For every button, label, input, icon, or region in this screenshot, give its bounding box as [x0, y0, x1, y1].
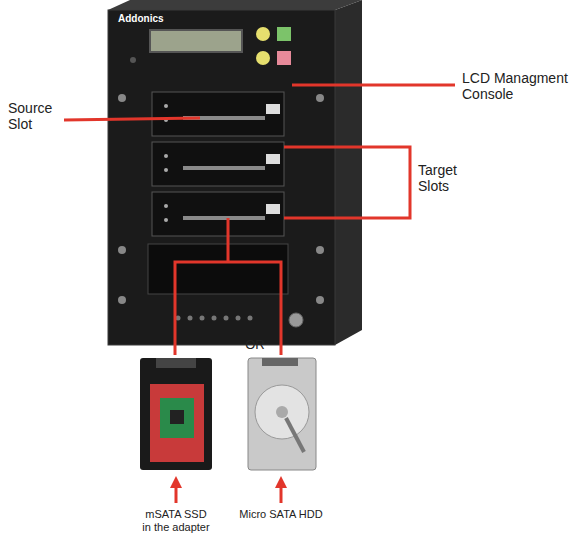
part-label: Source Slot: [8, 100, 60, 132]
hdd-arm: [286, 418, 304, 452]
tray-led: [164, 218, 168, 222]
slot-opening: [183, 216, 265, 220]
msata-board: [150, 384, 204, 462]
lcd-screen: [150, 30, 242, 52]
housing-front: [108, 10, 335, 345]
leader-lines: [64, 85, 455, 503]
part-label: OR: [240, 338, 270, 353]
drive-tray: [152, 92, 284, 136]
part-label: mSATA SSD in the adapter: [141, 508, 211, 533]
housing-top: [108, 0, 362, 10]
tray-badge: [266, 154, 280, 164]
sata-connector: [156, 358, 196, 368]
down-button: [256, 51, 270, 65]
ssd-adapter: [140, 358, 212, 470]
ssd-chip: [170, 410, 184, 424]
hdd-platter: [255, 385, 309, 439]
tray-led: [164, 204, 168, 208]
enter-button: [277, 27, 291, 41]
part-label: Target Slots: [418, 162, 474, 194]
power-button: [289, 313, 303, 327]
screw: [316, 94, 324, 102]
screw: [316, 246, 324, 254]
tray-led: [164, 104, 168, 108]
tray-badge: [266, 204, 280, 214]
housing-side: [335, 0, 362, 345]
hdd-case: [248, 358, 316, 470]
drive-tray: [152, 142, 284, 186]
power-led: [130, 57, 136, 63]
slot-opening: [183, 166, 265, 170]
tray-led: [164, 154, 168, 158]
part-label: Addonics: [118, 13, 188, 25]
tray-led: [164, 168, 168, 172]
hdd-spindle: [276, 406, 288, 418]
screw: [118, 296, 126, 304]
up-button: [256, 27, 270, 41]
tray-badge: [266, 104, 280, 114]
screw: [118, 246, 126, 254]
msata-ssd: [160, 398, 194, 438]
part-label: LCD Managment Console: [462, 70, 574, 102]
vent-holes: [176, 316, 253, 321]
screw: [118, 94, 126, 102]
sata-connector: [262, 358, 298, 366]
part-label: Micro SATA HDD: [236, 508, 326, 521]
blank-bay: [148, 244, 288, 294]
screw: [316, 296, 324, 304]
drive-tray: [152, 192, 284, 236]
escape-button: [277, 51, 291, 65]
